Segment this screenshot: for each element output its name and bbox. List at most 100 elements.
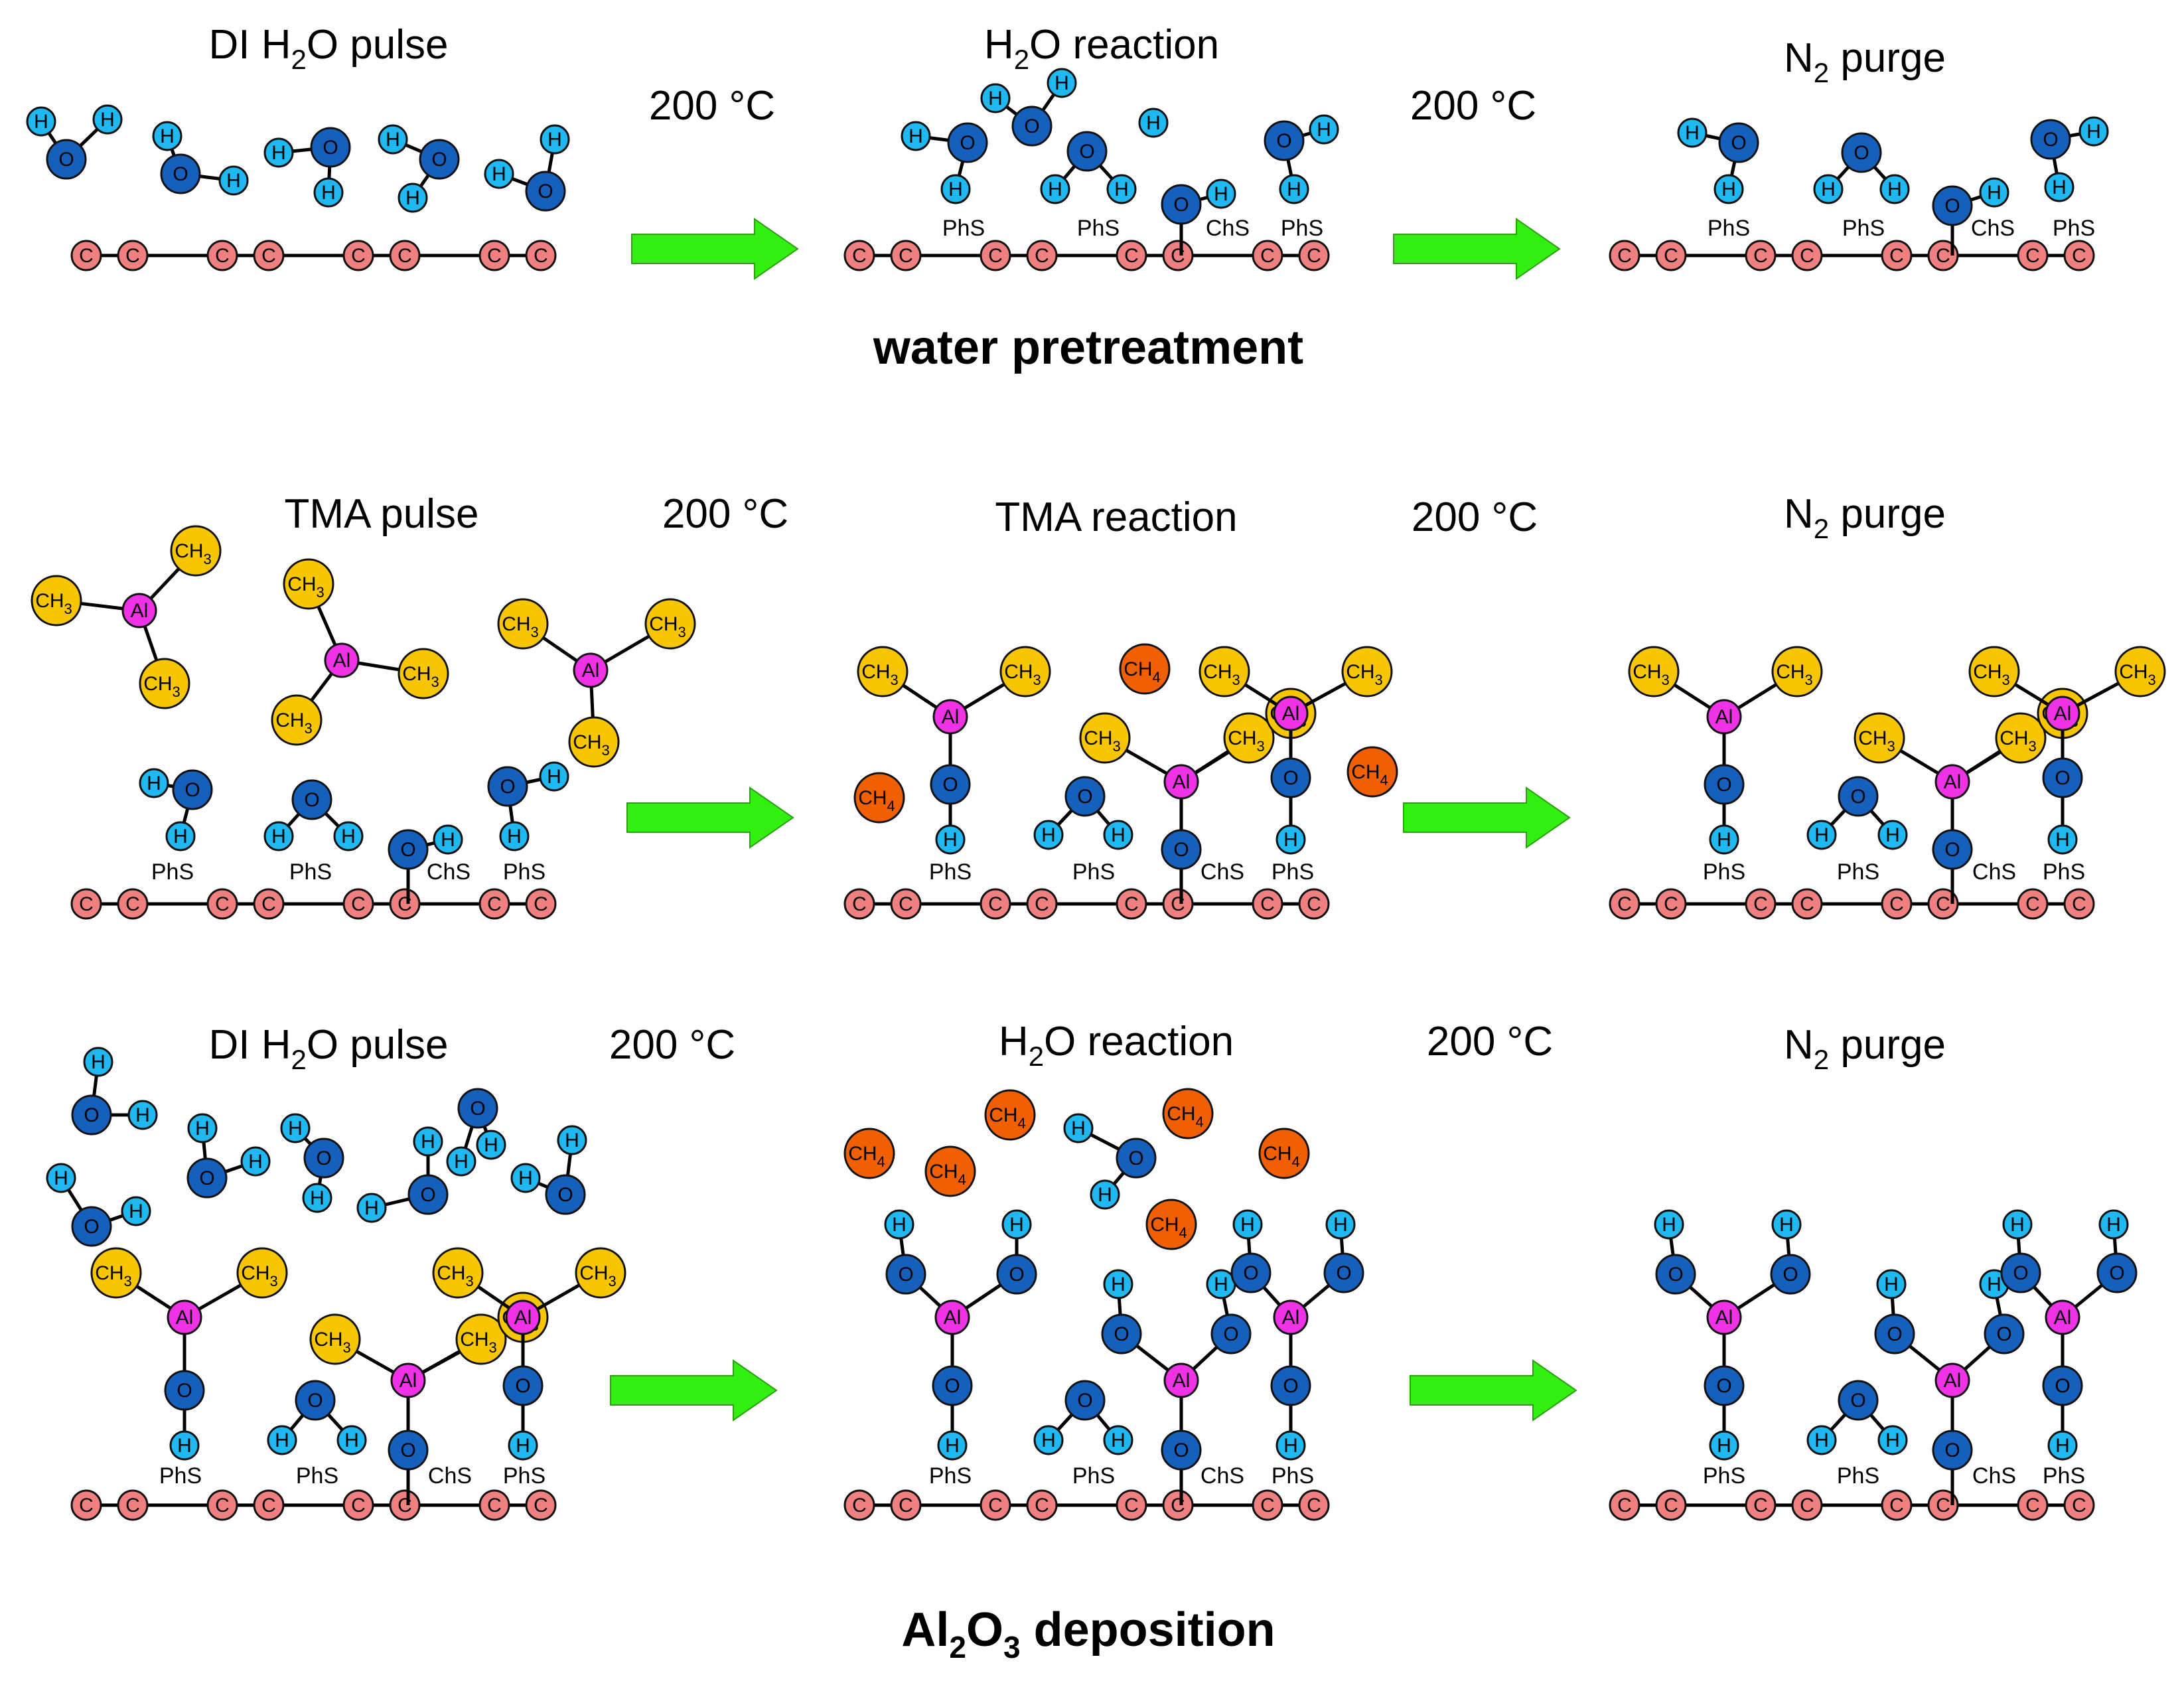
group-label: CH3 — [460, 1329, 497, 1356]
hydrogen-atom: H — [187, 1113, 218, 1143]
hydrogen-atom: H — [2044, 172, 2075, 202]
oxygen-atom-label: O — [1276, 130, 1291, 152]
carbon-atom-label: C — [1260, 245, 1275, 267]
oxygen-atom: O — [1932, 1430, 1973, 1471]
physisorption-site-label: PhS — [1837, 1463, 1879, 1489]
oxygen-atom: O — [1011, 106, 1053, 147]
group-label: CH3 — [241, 1262, 278, 1289]
hydrogen-atom: H — [901, 121, 931, 151]
carbon-atom: C — [117, 240, 149, 271]
group-label: CH3 — [1633, 661, 1670, 688]
chemisorption-site-label: ChS — [1972, 859, 2016, 885]
oxygen-atom-label: O — [2043, 129, 2058, 151]
carbon-atom-label: C — [487, 1495, 502, 1516]
hydrogen-atom: H — [1806, 820, 1837, 850]
aluminum-atom: Al — [2045, 1299, 2080, 1335]
oxygen-atom: O — [1932, 829, 1973, 870]
aluminum-atom: Al — [1273, 1299, 1309, 1335]
temperature-r2-b: 200 °C — [1412, 494, 1538, 540]
oxygen-atom: O — [1270, 757, 1311, 798]
hydrogen-atom-label: H — [1317, 119, 1331, 141]
hydrogen-atom-label: H — [2106, 1214, 2121, 1236]
physisorption-site-label: PhS — [289, 859, 332, 885]
carbon-atom-label: C — [1035, 893, 1049, 915]
oxygen-atom: O — [407, 1174, 449, 1215]
methyl-group: CH3 — [1199, 646, 1250, 698]
carbon-atom: C — [980, 240, 1011, 271]
hydrogen-atom-label: H — [91, 1051, 106, 1073]
hydrogen-atom-label: H — [288, 1118, 303, 1139]
carbon-atom-label: C — [1800, 893, 1814, 915]
carbon-atom-label: C — [852, 245, 867, 267]
group-label: CH4 — [858, 787, 895, 814]
carbon-atom: C — [70, 1489, 102, 1521]
hydrogen-atom: H — [333, 821, 364, 851]
physisorption-site-label: PhS — [929, 1463, 972, 1489]
aluminum-atom: Al — [573, 652, 609, 688]
carbon-atom-label: C — [2072, 893, 2086, 915]
aluminum-atom: Al — [2045, 696, 2080, 731]
hydrogen-atom-label: H — [129, 1201, 143, 1222]
carbon-atom: C — [890, 1489, 922, 1521]
methyl-group: CH3 — [1079, 712, 1131, 764]
carbon-atom-label: C — [215, 1495, 230, 1516]
oxygen-atom: O — [388, 829, 429, 870]
hydrogen-atom: H — [1877, 820, 1908, 850]
step-label-r3-water-reaction: H2O reaction — [999, 1019, 1234, 1072]
methane-molecule: CH4 — [924, 1145, 976, 1197]
hydrogen-atom-label: H — [344, 1430, 359, 1451]
hydrogen-atom-label: H — [1214, 183, 1228, 205]
hydrogen-atom: H — [539, 761, 569, 792]
hydrogen-atom-label: H — [1717, 829, 1731, 851]
hydrogen-atom-label: H — [492, 163, 506, 185]
oxygen-atom-label: O — [431, 149, 447, 171]
physisorption-site-label: PhS — [1272, 859, 1314, 885]
carbon-atom-label: C — [1260, 893, 1275, 915]
hydrogen-atom-label: H — [1814, 824, 1829, 846]
carbon-atom: C — [206, 1489, 238, 1521]
aluminum-atom-label: Al — [1173, 771, 1191, 793]
methyl-group: CH3 — [1628, 646, 1680, 698]
hydrogen-atom-label: H — [1214, 1274, 1228, 1295]
hydrogen-atom-label: H — [945, 1435, 960, 1457]
hydrogen-atom: H — [165, 821, 196, 851]
oxygen-atom-label: O — [304, 789, 319, 811]
carbon-atom: C — [1116, 240, 1147, 271]
carbon-atom: C — [253, 1489, 285, 1521]
hydrogen-atom-label: H — [271, 142, 286, 164]
group-label: CH3 — [175, 540, 212, 567]
hydrogen-atom-label: H — [321, 182, 336, 204]
carbon-atom-label: C — [398, 1495, 412, 1516]
carbon-atom: C — [1881, 1489, 1913, 1521]
carbon-atom-label: C — [1936, 893, 1950, 915]
hydrogen-atom: H — [336, 1425, 367, 1455]
chemisorption-site-label: ChS — [1971, 216, 2015, 241]
temperature-r1-b: 200 °C — [1410, 83, 1536, 129]
step-label-r2-tma-pulse: TMA pulse — [285, 491, 479, 537]
hydrogen-atom-label: H — [507, 826, 522, 847]
carbon-atom-label: C — [1617, 1495, 1632, 1516]
aluminum-atom-label: Al — [400, 1370, 417, 1392]
group-label: CH3 — [95, 1262, 132, 1289]
aluminum-atom: Al — [1273, 696, 1309, 731]
hydrogen-atom: H — [1001, 1209, 1032, 1240]
carbon-atom: C — [117, 888, 149, 920]
oxygen-atom-label: O — [58, 149, 74, 171]
hydrogen-atom-label: H — [1041, 1430, 1056, 1451]
carbon-atom-label: C — [534, 245, 548, 267]
group-label: CH3 — [861, 661, 899, 688]
oxygen-atom-label: O — [500, 776, 515, 798]
oxygen-atom: O — [388, 1430, 429, 1471]
section-title-water-pretreatment: water pretreatment — [873, 321, 1303, 374]
group-label: CH3 — [1203, 661, 1240, 688]
methyl-group: CH3 — [857, 646, 909, 698]
hydrogen-atom: H — [267, 1425, 297, 1455]
aluminum-atom-label: Al — [1173, 1370, 1191, 1392]
carbon-atom: C — [1745, 240, 1777, 271]
hydrogen-atom-label: H — [1884, 1274, 1899, 1295]
physisorption-site-label: PhS — [1281, 216, 1323, 241]
hydrogen-atom-label: H — [34, 111, 48, 133]
oxygen-atom-label: O — [400, 839, 415, 861]
methyl-group: CH3 — [575, 1247, 626, 1299]
